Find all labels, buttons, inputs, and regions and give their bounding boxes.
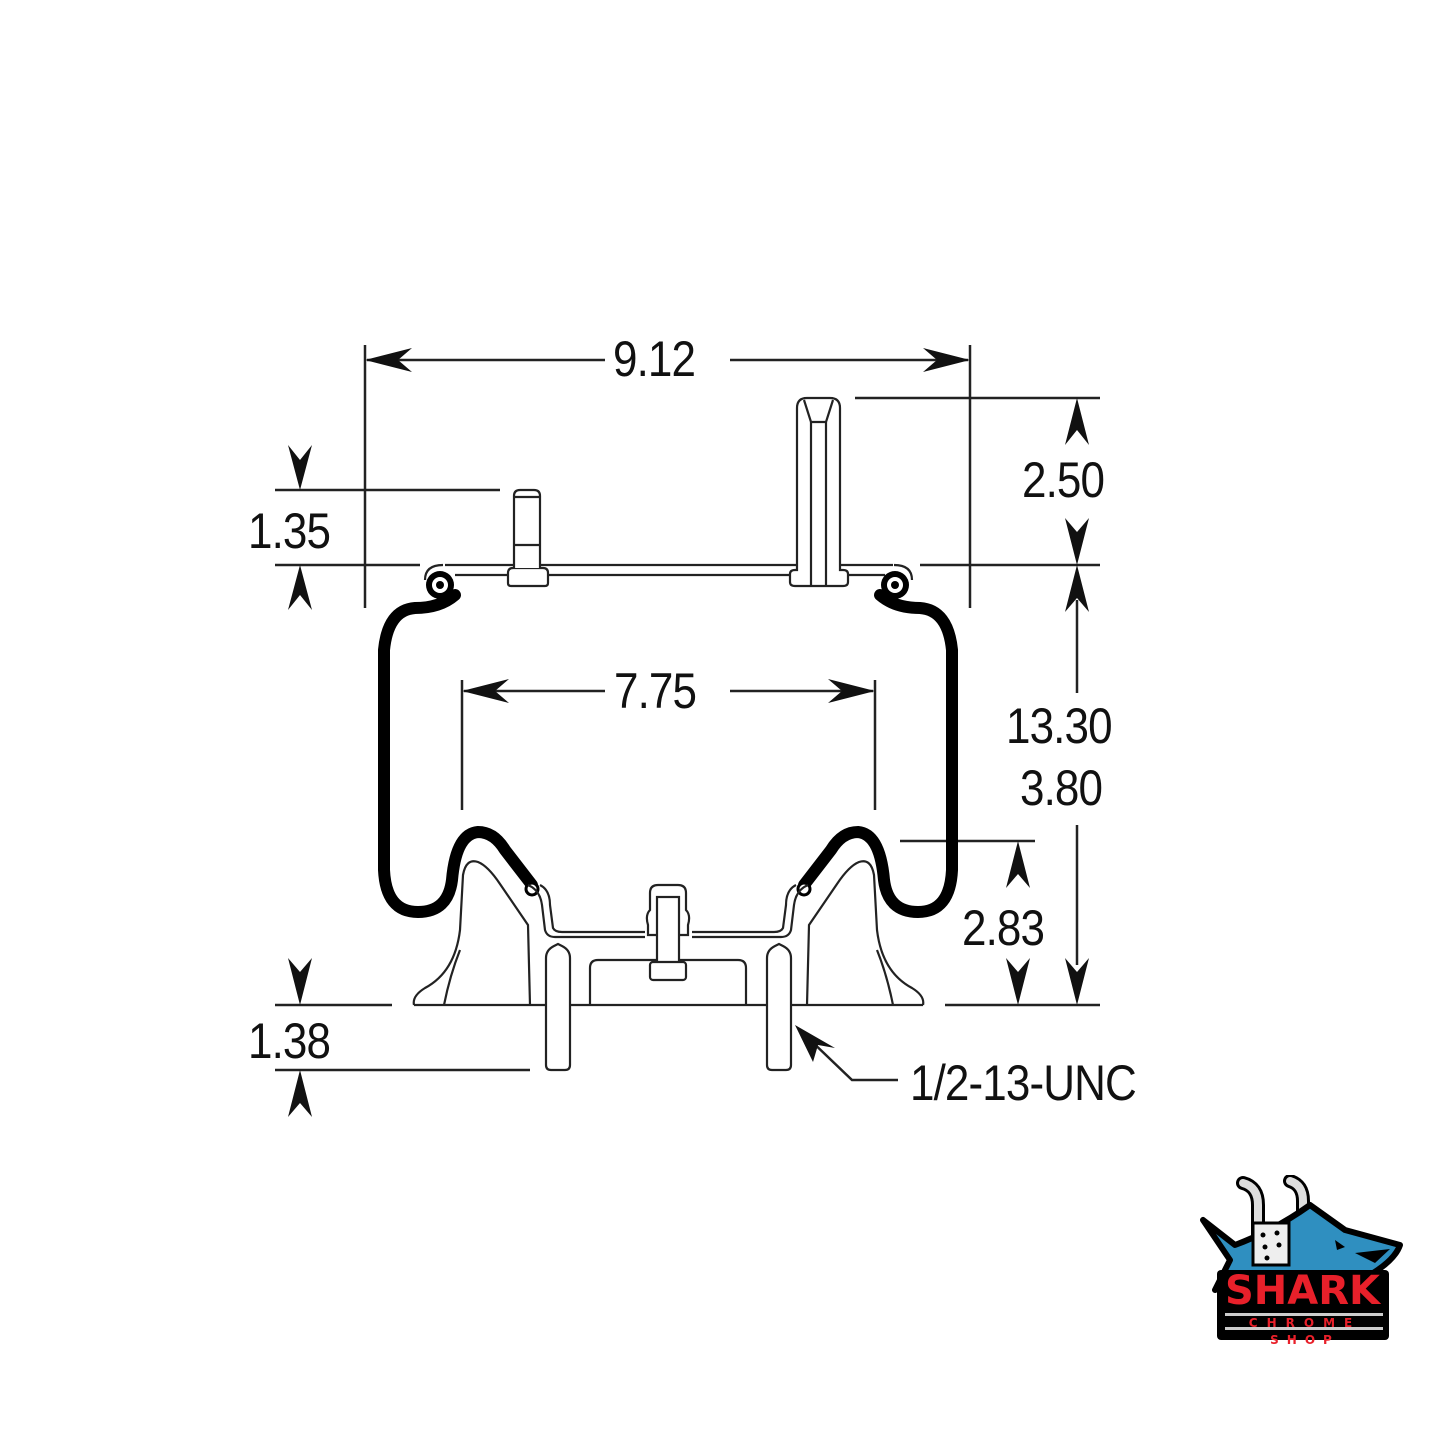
logo-brand-text: SHARK [1223, 1267, 1381, 1316]
logo-shop-text: SHOP [1270, 1333, 1340, 1347]
top-left-stud [506, 488, 550, 588]
center-bolt [645, 883, 691, 982]
dimension-lines [275, 345, 1100, 1117]
rubber-bellows [378, 589, 958, 918]
piston-base [412, 860, 925, 1007]
shark-chrome-shop-logo: SHARK CHROME SHOP [1195, 1174, 1410, 1365]
dim-max-height: 13.30 [1006, 698, 1113, 754]
dim-min-height: 3.80 [1020, 760, 1103, 816]
air-fitting [788, 396, 850, 588]
shark-icon [1200, 1174, 1403, 1340]
dim-piston-width: 7.75 [614, 663, 697, 719]
logo-chrome-text: CHROME [1248, 1316, 1362, 1330]
dim-stud-height: 1.35 [248, 503, 331, 559]
dim-fitting-height: 2.50 [1022, 452, 1105, 508]
dim-overall-width: 9.12 [613, 331, 696, 387]
dim-bottom-stud-length: 1.38 [248, 1013, 331, 1069]
bottom-studs [544, 942, 793, 1072]
dim-piston-height: 2.83 [962, 900, 1045, 956]
thread-spec-callout: 1/2-13-UNC [910, 1055, 1137, 1111]
